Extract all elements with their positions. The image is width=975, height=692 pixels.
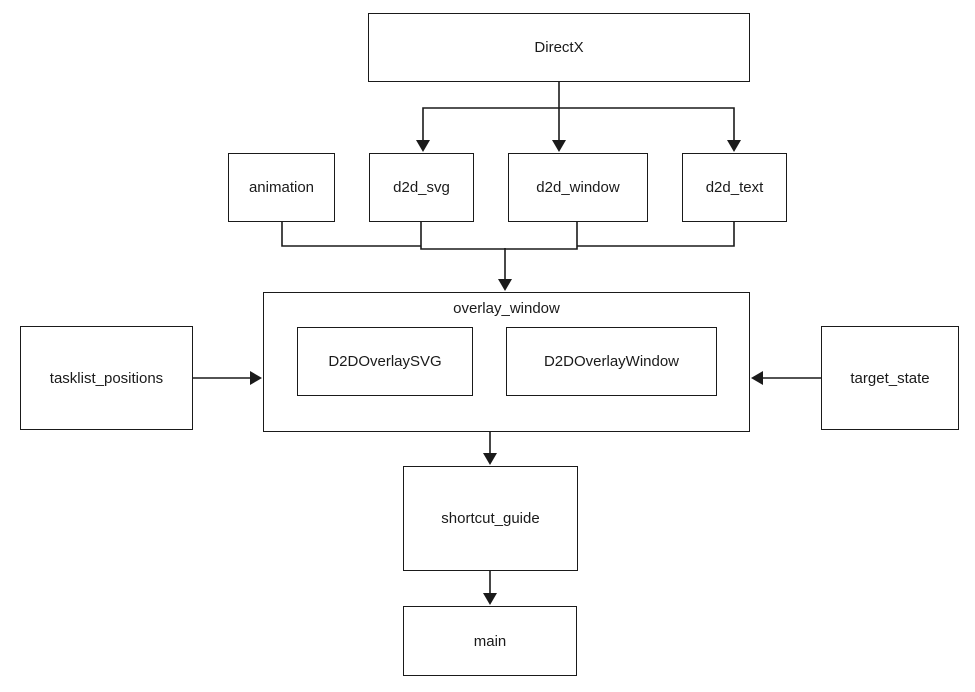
node-d2d-overlay-window: D2DOverlayWindow	[506, 327, 717, 396]
node-shortcut-guide: shortcut_guide	[403, 466, 578, 571]
node-tasklist-positions: tasklist_positions	[20, 326, 193, 430]
arrowhead-d2d-text	[727, 140, 741, 152]
edge-animation-to-overlay	[281, 222, 421, 247]
node-directx: DirectX	[368, 13, 750, 82]
edge-d2d-window-to-overlay	[505, 222, 578, 250]
node-overlay-window-label: overlay_window	[453, 300, 560, 317]
arrowhead-d2d-window	[552, 140, 566, 152]
node-d2d-text: d2d_text	[682, 153, 787, 222]
arrowhead-main	[483, 593, 497, 605]
arrowhead-overlay-right	[751, 371, 763, 385]
node-d2d-overlay-svg: D2DOverlaySVG	[297, 327, 473, 396]
arrowhead-overlay-top	[498, 279, 512, 291]
edge-d2d-svg-to-overlay	[420, 222, 505, 250]
node-main: main	[403, 606, 577, 676]
node-overlay-window: overlay_window D2DOverlaySVG D2DOverlayW…	[263, 292, 750, 432]
arrowhead-overlay-left	[250, 371, 262, 385]
node-animation: animation	[228, 153, 335, 222]
node-d2d-svg: d2d_svg	[369, 153, 474, 222]
edge-d2d-text-to-overlay	[577, 222, 735, 247]
arrowhead-d2d-svg	[416, 140, 430, 152]
node-target-state: target_state	[821, 326, 959, 430]
node-d2d-window: d2d_window	[508, 153, 648, 222]
arrowhead-shortcut-guide	[483, 453, 497, 465]
edge-directx-branch	[422, 107, 735, 146]
